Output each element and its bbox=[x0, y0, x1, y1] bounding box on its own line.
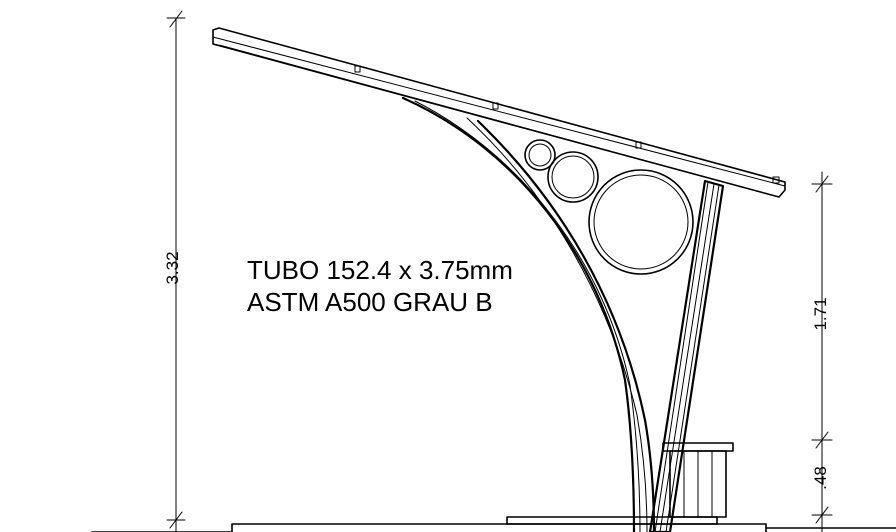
bench-unit bbox=[662, 442, 734, 518]
diagonal-strut bbox=[648, 179, 725, 532]
dimension-right: 1.71 .48 bbox=[811, 171, 833, 532]
pipe-annotation: TUBO 152.4 x 3.75mm ASTM A500 GRAU B bbox=[247, 255, 513, 317]
dimension-total-height: 3.32 bbox=[163, 10, 186, 532]
dimension-label-1-71: 1.71 bbox=[811, 297, 830, 330]
dimension-label-0-48: .48 bbox=[811, 466, 830, 490]
pipe-small bbox=[524, 139, 556, 171]
roof-panel bbox=[212, 27, 786, 198]
ground-slab bbox=[91, 516, 896, 532]
annotation-line-2: ASTM A500 GRAU B bbox=[247, 287, 493, 317]
pipe-large bbox=[588, 169, 694, 275]
curved-column bbox=[401, 96, 656, 532]
pipe-medium bbox=[547, 151, 599, 203]
pipe-group bbox=[524, 139, 694, 275]
dimension-label-3-32: 3.32 bbox=[163, 251, 182, 284]
annotation-line-1: TUBO 152.4 x 3.75mm bbox=[247, 255, 513, 285]
